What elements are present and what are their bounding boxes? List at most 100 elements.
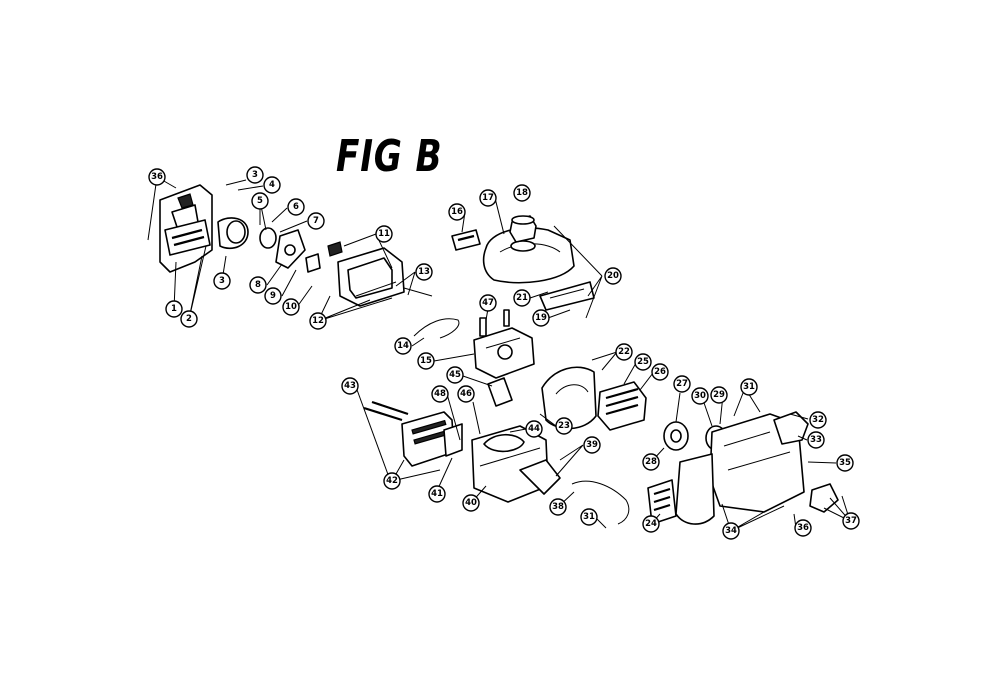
svg-text:14: 14 bbox=[397, 341, 409, 351]
callout-19: 19 bbox=[532, 309, 550, 327]
callout-27: 27 bbox=[673, 375, 691, 393]
callout-26: 26 bbox=[651, 363, 669, 381]
svg-text:23: 23 bbox=[558, 421, 570, 431]
svg-text:46: 46 bbox=[460, 389, 472, 399]
callout-41: 41 bbox=[428, 485, 446, 503]
fuel-line-part bbox=[413, 318, 460, 339]
svg-text:36: 36 bbox=[797, 523, 809, 533]
svg-text:18: 18 bbox=[516, 188, 528, 198]
callout-31b: 31 bbox=[580, 508, 598, 526]
callout-21: 21 bbox=[513, 289, 531, 307]
callout-2: 2 bbox=[180, 310, 198, 328]
muffler-screw-part bbox=[363, 406, 403, 422]
callout-42: 42 bbox=[383, 472, 401, 490]
callout-3b: 3 bbox=[213, 272, 231, 290]
callout-34: 34 bbox=[722, 522, 740, 540]
svg-text:24: 24 bbox=[645, 519, 657, 529]
crankcase-part bbox=[471, 425, 561, 503]
callout-29: 29 bbox=[710, 386, 728, 404]
svg-text:4: 4 bbox=[269, 180, 275, 190]
engine-housing-part bbox=[647, 411, 839, 525]
svg-text:21: 21 bbox=[516, 293, 528, 303]
callout-12: 12 bbox=[309, 312, 327, 330]
svg-text:5: 5 bbox=[257, 196, 263, 206]
svg-text:36: 36 bbox=[151, 172, 163, 182]
callout-44: 44 bbox=[525, 420, 543, 438]
callout-43: 43 bbox=[341, 377, 359, 395]
svg-text:16: 16 bbox=[451, 207, 463, 217]
figure-title: FIG B bbox=[336, 131, 443, 182]
callout-4: 4 bbox=[263, 176, 281, 194]
muffler-cover-part bbox=[159, 184, 249, 273]
callout-17: 17 bbox=[479, 189, 497, 207]
callout-18: 18 bbox=[513, 184, 531, 202]
svg-text:33: 33 bbox=[810, 435, 822, 445]
svg-text:13: 13 bbox=[418, 267, 430, 277]
svg-text:15: 15 bbox=[420, 356, 432, 366]
svg-text:31: 31 bbox=[743, 382, 755, 392]
svg-text:35: 35 bbox=[839, 458, 851, 468]
callout-38: 38 bbox=[549, 498, 567, 516]
callout-20: 20 bbox=[604, 267, 622, 285]
svg-text:27: 27 bbox=[676, 379, 688, 389]
callout-40: 40 bbox=[462, 494, 480, 512]
callout-47: 47 bbox=[479, 294, 497, 312]
svg-text:42: 42 bbox=[386, 476, 398, 486]
callout-15: 15 bbox=[417, 352, 435, 370]
svg-text:48: 48 bbox=[434, 389, 446, 399]
svg-text:44: 44 bbox=[528, 424, 540, 434]
svg-text:11: 11 bbox=[378, 229, 390, 239]
callout-8: 8 bbox=[249, 276, 267, 294]
callout-25: 25 bbox=[634, 353, 652, 371]
svg-text:3: 3 bbox=[252, 170, 258, 180]
svg-text:19: 19 bbox=[535, 313, 547, 323]
fuel-cap-part bbox=[509, 215, 537, 243]
gasket-spacer-parts bbox=[259, 227, 343, 273]
callout-31: 31 bbox=[740, 378, 758, 396]
svg-text:29: 29 bbox=[713, 390, 725, 400]
callout-45: 45 bbox=[446, 366, 464, 384]
callout-23: 23 bbox=[555, 417, 573, 435]
svg-text:6: 6 bbox=[293, 202, 299, 212]
callout-36b: 36 bbox=[794, 519, 812, 537]
carburetor-part bbox=[473, 309, 535, 379]
callout-36: 36 bbox=[148, 168, 166, 186]
svg-text:3: 3 bbox=[219, 276, 225, 286]
muffler-part bbox=[401, 411, 463, 467]
air-filter-housing-part bbox=[337, 247, 433, 307]
callout-24: 24 bbox=[642, 515, 660, 533]
svg-text:34: 34 bbox=[725, 526, 737, 536]
svg-text:22: 22 bbox=[618, 347, 630, 357]
svg-text:8: 8 bbox=[255, 280, 261, 290]
callout-14: 14 bbox=[394, 337, 412, 355]
callout-37: 37 bbox=[842, 512, 860, 530]
callout-46: 46 bbox=[457, 385, 475, 403]
callout-28: 28 bbox=[642, 453, 660, 471]
svg-text:39: 39 bbox=[586, 440, 598, 450]
svg-text:47: 47 bbox=[482, 298, 494, 308]
callout-16: 16 bbox=[448, 203, 466, 221]
part-drawings bbox=[159, 184, 839, 525]
filter-foam-part bbox=[451, 229, 481, 251]
svg-text:20: 20 bbox=[607, 271, 619, 281]
callout-7: 7 bbox=[307, 212, 325, 230]
cylinder-shroud-part bbox=[541, 366, 647, 431]
callout-5: 5 bbox=[251, 192, 269, 210]
svg-text:43: 43 bbox=[344, 381, 356, 391]
svg-text:31: 31 bbox=[583, 512, 595, 522]
callout-22: 22 bbox=[615, 343, 633, 361]
callout-32: 32 bbox=[809, 411, 827, 429]
callout-6: 6 bbox=[287, 198, 305, 216]
svg-text:1: 1 bbox=[171, 304, 177, 314]
svg-text:2: 2 bbox=[186, 314, 192, 324]
svg-text:40: 40 bbox=[465, 498, 477, 508]
svg-text:28: 28 bbox=[645, 457, 657, 467]
callout-33: 33 bbox=[807, 431, 825, 449]
svg-text:38: 38 bbox=[552, 502, 564, 512]
svg-text:7: 7 bbox=[313, 216, 319, 226]
svg-text:41: 41 bbox=[431, 489, 443, 499]
svg-text:10: 10 bbox=[285, 302, 297, 312]
ignition-module-part bbox=[487, 377, 513, 407]
callout-39: 39 bbox=[583, 436, 601, 454]
callout-1: 1 bbox=[165, 300, 183, 318]
